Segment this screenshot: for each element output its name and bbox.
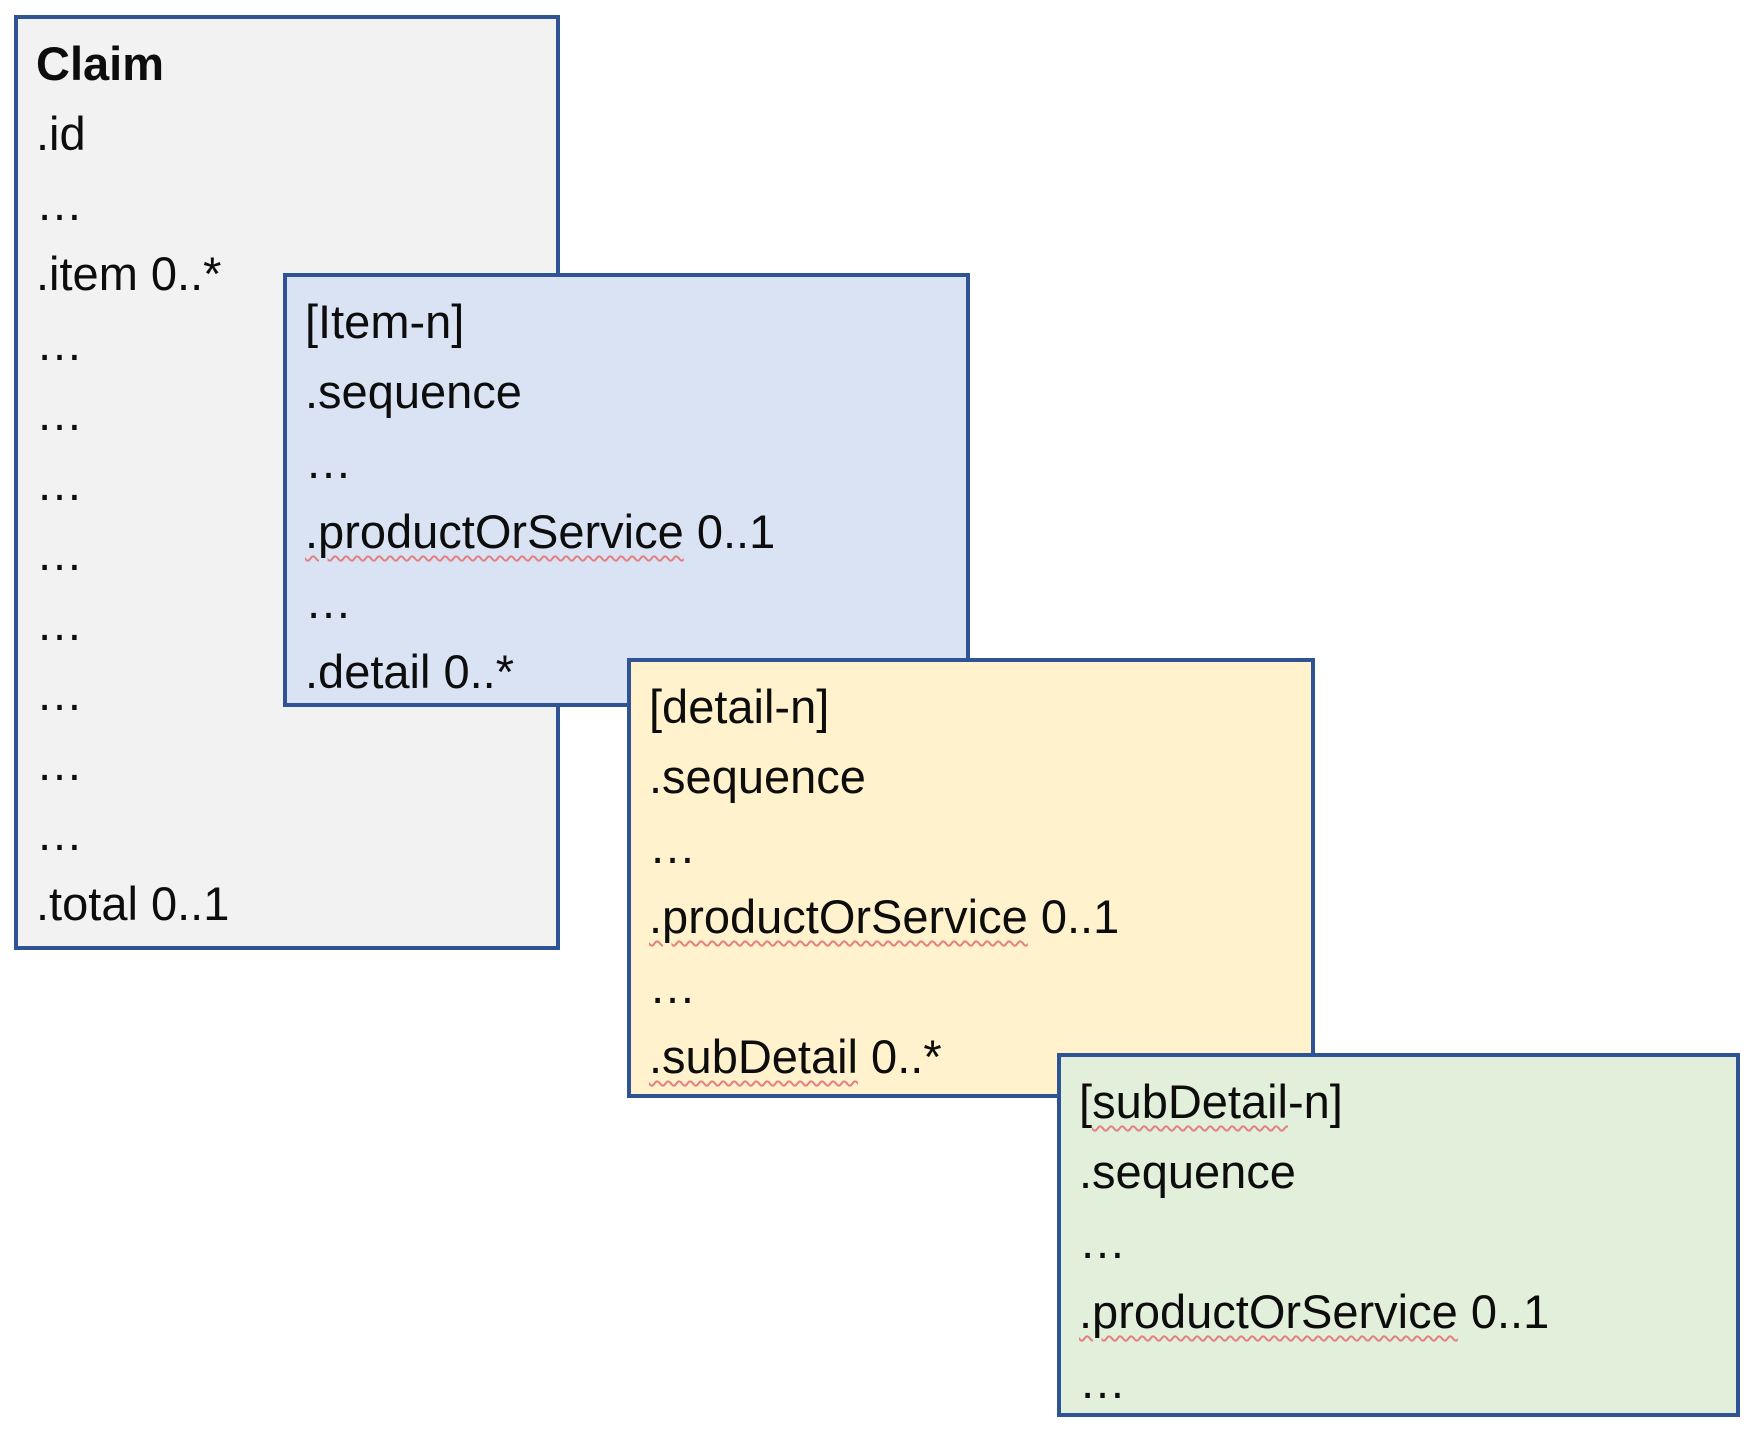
- field-line: .subDetail 0..*: [649, 1022, 1297, 1092]
- field-text: 0..1: [1457, 1285, 1550, 1338]
- field-line: …: [649, 960, 696, 1013]
- field-line: .productOrService 0..1: [649, 882, 1297, 952]
- field-line: …: [36, 387, 83, 440]
- field-line: …: [649, 820, 696, 873]
- detail-box-fields: .sequence … .productOrService 0..1 … .subDet…: [649, 742, 1297, 1092]
- item-box: [Item-n] .sequence … .productOrService 0..…: [283, 273, 970, 707]
- field-line: …: [36, 177, 83, 230]
- field-line: .total 0..1: [36, 877, 230, 930]
- field-line: .productOrService 0..1: [1079, 1277, 1722, 1347]
- field-line: …: [36, 807, 83, 860]
- field-line: …: [36, 737, 83, 790]
- field-line: …: [36, 667, 83, 720]
- field-line: …: [36, 597, 83, 650]
- field-line: …: [1079, 1355, 1126, 1408]
- misspelling-underline: .productOrService: [1079, 1285, 1458, 1338]
- field-line: .item 0..*: [36, 247, 222, 300]
- field-text: -n]: [1288, 1075, 1343, 1128]
- field-line: …: [36, 527, 83, 580]
- detail-box: [detail-n] .sequence … .productOrService 0…: [627, 658, 1315, 1098]
- field-line: .sequence: [649, 750, 866, 803]
- field-line: …: [305, 575, 352, 628]
- field-line: …: [36, 457, 83, 510]
- field-line: .id: [36, 107, 86, 160]
- field-line: .sequence: [305, 365, 522, 418]
- item-box-title: [Item-n]: [305, 295, 465, 348]
- subdetail-box: [subDetail-n] .sequence … .productOrServic…: [1057, 1053, 1740, 1417]
- field-text: [: [1079, 1075, 1093, 1128]
- field-line: .productOrService 0..1: [305, 497, 952, 567]
- misspelling-underline: .productOrService: [649, 890, 1028, 943]
- field-line: …: [1079, 1215, 1126, 1268]
- misspelling-underline: .subDetail: [649, 1030, 858, 1083]
- claim-box-title: Claim: [36, 37, 164, 90]
- subdetail-box-title: [subDetail-n]: [1079, 1067, 1722, 1137]
- field-line: …: [305, 435, 352, 488]
- item-box-fields: .sequence … .productOrService 0..1 … .detail…: [305, 357, 952, 707]
- field-text: 0..1: [1027, 890, 1120, 943]
- field-text: 0..*: [858, 1030, 942, 1083]
- field-text: 0..1: [683, 505, 776, 558]
- detail-box-title: [detail-n]: [649, 680, 830, 733]
- misspelling-underline: .productOrService: [305, 505, 684, 558]
- claim-box-fields: .id … .item 0..* … … … … … … … … .total 0..1: [36, 99, 542, 939]
- field-line: .detail 0..*: [305, 645, 515, 698]
- field-line: .sequence: [1079, 1145, 1296, 1198]
- field-line: …: [36, 317, 83, 370]
- misspelling-underline: subDetail: [1092, 1075, 1289, 1128]
- subdetail-box-fields: .sequence … .productOrService 0..1 …: [1079, 1137, 1722, 1417]
